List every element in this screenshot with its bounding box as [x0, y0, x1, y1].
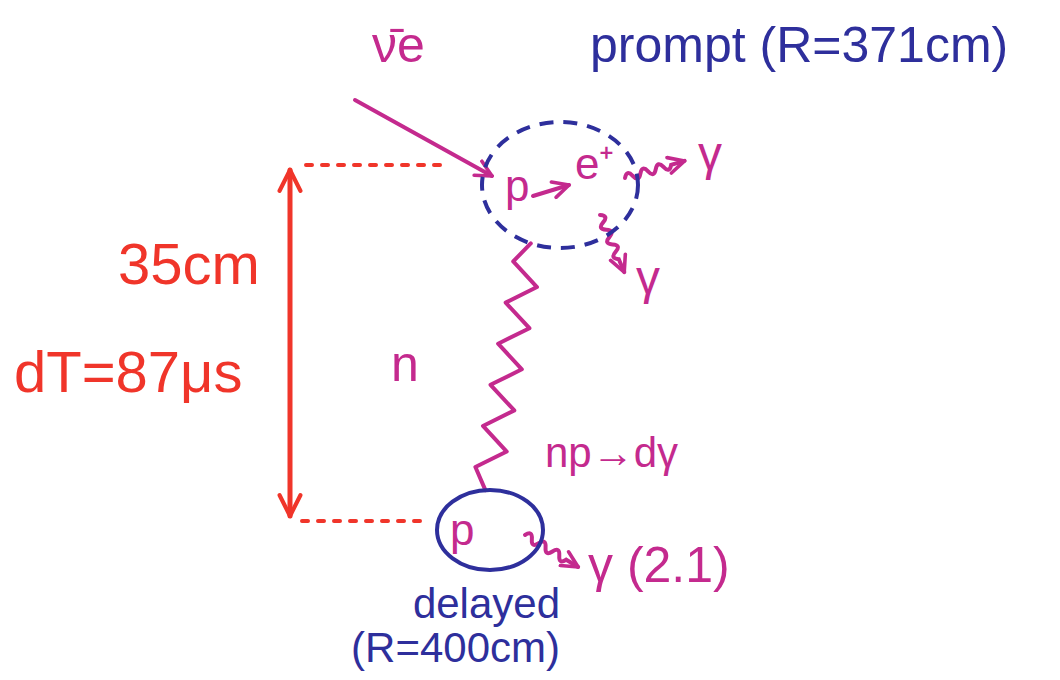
edge-label: n: [388, 337, 422, 392]
gamma-label: γ: [636, 252, 660, 305]
event-region: prompt (R=371cm)pe⁺: [480, 120, 640, 250]
region-circle: [480, 120, 640, 250]
reaction-label: np→dγ: [545, 430, 678, 476]
particle-label: p: [450, 506, 474, 554]
particle-label: e⁺: [575, 140, 614, 188]
time-label: dT=87μs: [14, 340, 243, 404]
positron-arrow: [533, 185, 569, 196]
dotted-guide: [302, 519, 425, 523]
gamma-wiggle: [523, 532, 580, 571]
region-outline: [437, 490, 543, 570]
event-heading: prompt (R=371cm): [590, 18, 1008, 73]
gamma-label: γ: [698, 128, 722, 181]
particle-label: p: [505, 162, 529, 210]
dotted-guide: [306, 163, 440, 167]
particle-label: ν̄e: [372, 18, 425, 73]
distance-label: 35cm: [118, 232, 260, 296]
gamma-wiggle: [596, 213, 628, 273]
event-region: delayed (R=400cm)p: [435, 488, 545, 572]
gamma-label: γ (2.1): [588, 538, 730, 593]
event-heading: delayed (R=400cm): [300, 582, 560, 670]
neutron-path: [475, 243, 537, 490]
region-outline: [482, 122, 638, 248]
distance-arrow: [288, 170, 293, 516]
